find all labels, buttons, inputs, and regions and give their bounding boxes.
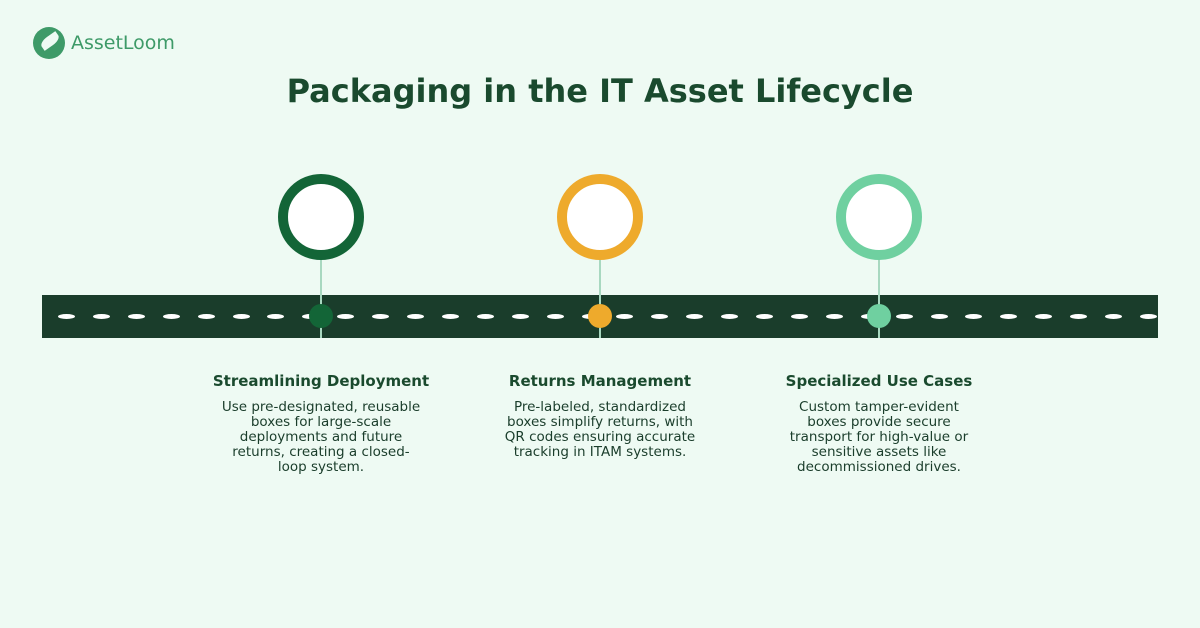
road-dash bbox=[511, 314, 529, 319]
page-title: Packaging in the IT Asset Lifecycle bbox=[286, 72, 914, 110]
stage-3-description: Specialized Use Cases Custom tamper-evid… bbox=[754, 372, 1004, 475]
road-dash bbox=[686, 314, 704, 319]
road-dash bbox=[1139, 314, 1157, 319]
leaf-logo-icon bbox=[33, 27, 65, 59]
connector-line bbox=[878, 258, 880, 338]
road-dash bbox=[267, 314, 285, 319]
road-dash bbox=[441, 314, 459, 319]
stage-2-description: Returns Management Pre-labeled, standard… bbox=[475, 372, 725, 460]
stage-title: Specialized Use Cases bbox=[785, 372, 973, 390]
brand-logo: AssetLoom bbox=[33, 27, 175, 59]
stage-title: Streamlining Deployment bbox=[212, 372, 430, 390]
road-dash bbox=[546, 314, 564, 319]
road-dash bbox=[58, 314, 75, 319]
road-dash bbox=[651, 314, 669, 319]
stage-1-description: Streamlining Deployment Use pre-designat… bbox=[196, 372, 446, 475]
stage-text: Pre-labeled, standardized boxes simplify… bbox=[504, 399, 696, 460]
stage-2-marker bbox=[588, 304, 612, 328]
road-dash bbox=[476, 314, 494, 319]
road-dash bbox=[895, 314, 913, 319]
connector-line bbox=[320, 258, 322, 338]
brand-name: AssetLoom bbox=[71, 32, 175, 54]
stage-title: Returns Management bbox=[508, 372, 692, 390]
road-dash bbox=[756, 314, 773, 319]
road-dash bbox=[232, 314, 250, 319]
stage-3-circle bbox=[836, 174, 922, 260]
road-dash bbox=[1000, 314, 1018, 319]
stage-text: Use pre-designated, reusable boxes for l… bbox=[221, 399, 421, 475]
road-dash bbox=[372, 314, 390, 319]
road-dash bbox=[337, 314, 355, 319]
road-dash bbox=[930, 314, 948, 319]
road-dash bbox=[1035, 314, 1053, 319]
road-dash bbox=[1105, 314, 1122, 319]
road-dash bbox=[127, 314, 145, 319]
stage-1-marker bbox=[309, 304, 333, 328]
road-dash bbox=[407, 314, 424, 319]
stage-3-marker bbox=[867, 304, 891, 328]
stage-1-circle bbox=[278, 174, 364, 260]
stage-2-circle bbox=[557, 174, 643, 260]
road-dash bbox=[965, 314, 983, 319]
road-dash bbox=[1070, 314, 1088, 319]
road-dash bbox=[721, 314, 739, 319]
road-dash bbox=[92, 314, 110, 319]
road-dash bbox=[616, 314, 634, 319]
road-dash bbox=[197, 314, 215, 319]
road-dash bbox=[790, 314, 808, 319]
road-dash bbox=[825, 314, 843, 319]
road-dash bbox=[162, 314, 180, 319]
connector-line bbox=[599, 258, 601, 338]
stage-text: Custom tamper-evident boxes provide secu… bbox=[789, 399, 969, 475]
